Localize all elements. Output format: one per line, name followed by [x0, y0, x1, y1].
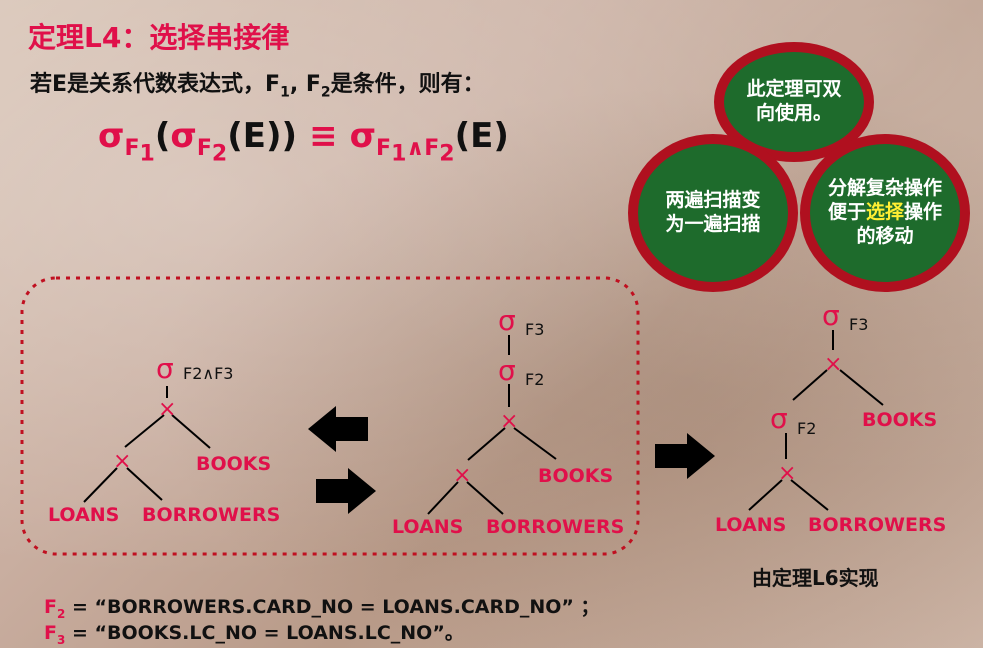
cross-product-icon: ×: [778, 461, 796, 486]
relation-books: BOOKS: [196, 453, 271, 475]
sigma-symbol: σ: [770, 402, 788, 435]
sigma-symbol: σ: [156, 352, 174, 385]
tree-combined: σ F2∧F3 × × BOOKS LOANS BORROWERS: [48, 352, 280, 526]
arrow-left-icon: [308, 406, 368, 452]
page-title: 定理L4：选择串接律: [28, 21, 290, 54]
definition-f3: F3 = “BOOKS.LC_NO = LOANS.LC_NO”。: [44, 622, 464, 647]
bubble-decompose: 分解复杂操作便于选择操作的移动: [800, 134, 970, 292]
cross-product-icon: ×: [500, 409, 518, 434]
sigma-symbol: σ: [498, 354, 516, 387]
cascade-formula: σF1(σF2(E))≡σF1∧F2(E): [98, 116, 509, 167]
bubble-two-pass: 两遍扫描变为一遍扫描: [628, 134, 798, 292]
condition-label: F2∧F3: [183, 364, 233, 383]
relation-loans: LOANS: [392, 516, 463, 538]
cross-product-icon: ×: [113, 449, 131, 474]
subtitle: 若E是关系代数表达式，F1, F2是条件，则有：: [30, 72, 485, 101]
relation-loans: LOANS: [715, 514, 786, 536]
relation-borrowers: BORROWERS: [142, 504, 280, 526]
relation-borrowers: BORROWERS: [486, 516, 624, 538]
arrow-right-icon: [655, 433, 715, 479]
condition-label: F3: [525, 320, 544, 339]
definition-f2: F2 = “BORROWERS.CARD_NO = LOANS.CARD_NO”…: [44, 596, 600, 621]
relation-loans: LOANS: [48, 504, 119, 526]
relation-books: BOOKS: [538, 465, 613, 487]
condition-label: F2: [797, 419, 816, 438]
condition-label: F2: [525, 370, 544, 389]
relation-books: BOOKS: [862, 409, 937, 431]
equivalence-box: [20, 276, 640, 556]
tree-cascaded: σ F3 σ F2 × × BOOKS LOANS BORROWERS: [392, 304, 624, 538]
cross-product-icon: ×: [158, 397, 176, 422]
cross-product-icon: ×: [824, 352, 842, 377]
sigma-symbol: σ: [498, 304, 516, 337]
sigma-symbol: σ: [822, 299, 840, 332]
condition-label: F3: [849, 315, 868, 334]
arrow-right-icon: [316, 468, 376, 514]
implementation-caption: 由定理L6实现: [752, 566, 879, 590]
relation-borrowers: BORROWERS: [808, 514, 946, 536]
tree-pushed-down: σ F3 × BOOKS σ F2 × LOANS BORROWERS: [715, 299, 946, 536]
cross-product-icon: ×: [453, 463, 471, 488]
